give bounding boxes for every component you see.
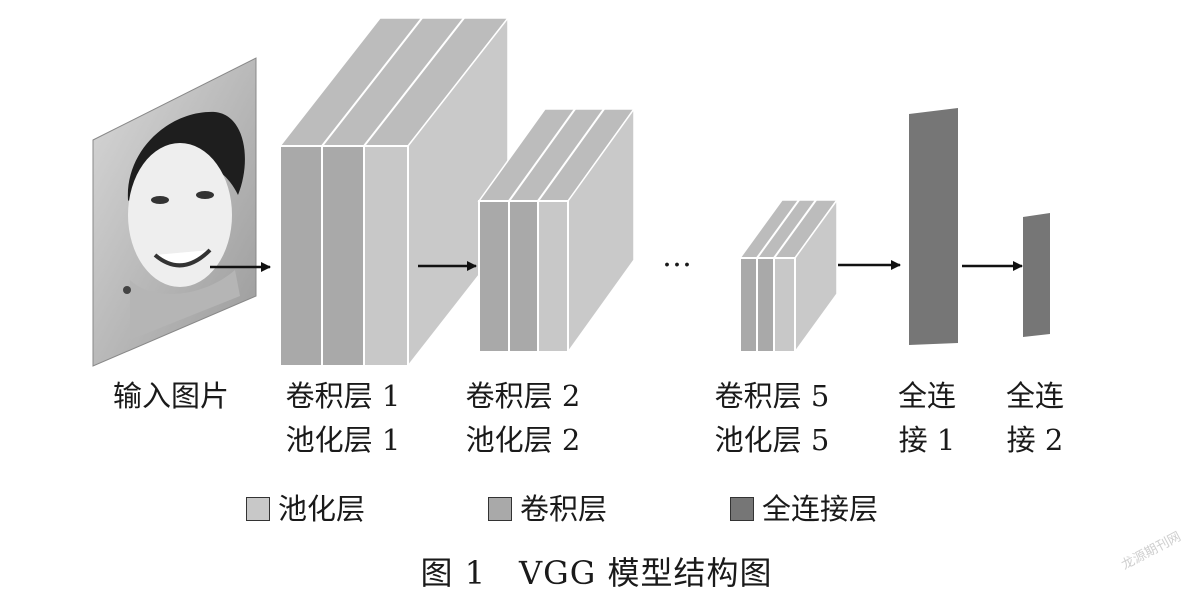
label-block-1: 卷积层 1 池化层 1 xyxy=(268,374,418,462)
label-input-image: 输入图片 xyxy=(112,379,229,413)
label-fc-2: 全连 接 2 xyxy=(1005,379,1064,457)
legend-pool: 池化层 xyxy=(246,494,365,524)
label-fc-1: 全连 接 1 xyxy=(897,379,956,457)
ellipsis: … xyxy=(662,239,692,274)
figure-caption: 图 1 VGG 模型结构图 xyxy=(420,554,773,592)
conv-pool-block-2 xyxy=(477,106,636,355)
label-block-5: 卷积层 5 池化层 5 xyxy=(697,374,847,462)
legend-fc-swatch xyxy=(730,497,754,521)
legend-fc: 全连接层 xyxy=(730,494,878,524)
conv-pool-block-1 xyxy=(278,15,510,369)
label-pool5: 池化层 5 xyxy=(714,423,830,457)
legend-conv-swatch xyxy=(488,497,512,521)
label-conv2: 卷积层 2 xyxy=(465,379,581,413)
legend-pool-swatch xyxy=(246,497,270,521)
label-block-2: 卷积层 2 池化层 2 xyxy=(448,374,598,462)
input-image xyxy=(92,57,257,367)
label-pool2: 池化层 2 xyxy=(465,423,581,457)
legend-conv-label: 卷积层 xyxy=(520,492,608,526)
fc-layer-2 xyxy=(1023,213,1050,337)
legend-fc-label: 全连接层 xyxy=(762,492,879,526)
label-conv5: 卷积层 5 xyxy=(714,379,830,413)
legend-pool-label: 池化层 xyxy=(278,492,366,526)
fc-layer-1 xyxy=(909,108,958,345)
conv-pool-block-5 xyxy=(738,197,839,355)
label-pool1: 池化层 1 xyxy=(285,423,401,457)
label-conv1: 卷积层 1 xyxy=(285,379,401,413)
legend-conv: 卷积层 xyxy=(488,494,607,524)
